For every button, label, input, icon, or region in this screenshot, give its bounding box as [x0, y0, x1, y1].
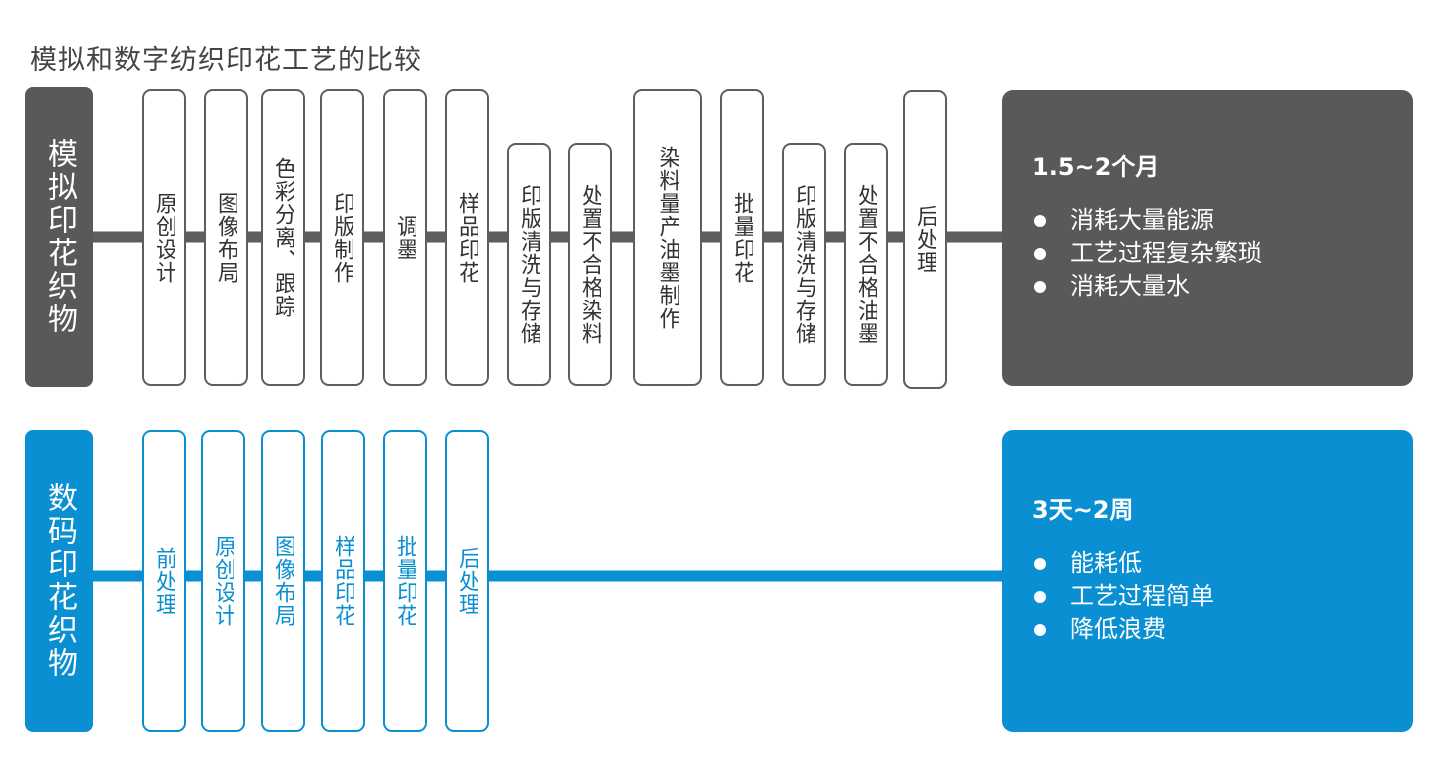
digital-row: 数码印花织物 前处理 原创设计 图像布局 样品印花 批量印花 后处理 3天~2周…	[0, 430, 1447, 732]
list-item: 工艺过程简单	[1032, 580, 1383, 613]
analog-step: 处置不合格油墨	[844, 143, 888, 386]
analog-step: 调墨	[383, 89, 427, 386]
analog-step: 图像布局	[204, 89, 248, 386]
digital-bullet-list: 能耗低 工艺过程简单 降低浪费	[1032, 547, 1383, 646]
list-item: 工艺过程复杂繁琐	[1032, 237, 1383, 270]
list-item: 能耗低	[1032, 547, 1383, 580]
digital-step: 批量印花	[383, 430, 427, 732]
digital-step: 图像布局	[261, 430, 305, 732]
analog-step: 印版清洗与存储	[782, 143, 826, 386]
analog-row: 模拟印花织物 原创设计 图像布局 色彩分离、跟踪 印版制作 调墨 样品印花 印版…	[0, 87, 1447, 389]
digital-duration: 3天~2周	[1032, 496, 1134, 524]
analog-step: 后处理	[903, 90, 947, 389]
analog-step: 印版制作	[320, 89, 364, 386]
digital-result-box: 3天~2周 能耗低 工艺过程简单 降低浪费	[1002, 430, 1413, 732]
analog-label-box: 模拟印花织物	[25, 87, 93, 387]
list-item: 降低浪费	[1032, 613, 1383, 646]
list-item: 消耗大量能源	[1032, 204, 1383, 237]
page-title: 模拟和数字纺织印花工艺的比较	[30, 45, 422, 76]
digital-label: 数码印花织物	[42, 482, 77, 680]
analog-label: 模拟印花织物	[42, 138, 77, 336]
analog-step: 样品印花	[445, 89, 489, 386]
digital-step: 原创设计	[201, 430, 245, 732]
digital-process-line	[93, 570, 1002, 582]
digital-step: 后处理	[445, 430, 489, 732]
analog-step: 色彩分离、跟踪	[261, 89, 305, 386]
analog-step: 染料量产油墨制作	[633, 89, 702, 386]
analog-step: 原创设计	[142, 89, 186, 386]
analog-duration: 1.5~2个月	[1032, 153, 1160, 181]
analog-bullet-list: 消耗大量能源 工艺过程复杂繁琐 消耗大量水	[1032, 204, 1383, 303]
analog-result-box: 1.5~2个月 消耗大量能源 工艺过程复杂繁琐 消耗大量水	[1002, 90, 1413, 386]
analog-step: 批量印花	[720, 89, 764, 386]
analog-step: 印版清洗与存储	[507, 143, 551, 386]
list-item: 消耗大量水	[1032, 270, 1383, 303]
digital-step: 前处理	[142, 430, 186, 732]
analog-step: 处置不合格染料	[568, 143, 612, 386]
digital-label-box: 数码印花织物	[25, 430, 93, 732]
digital-step: 样品印花	[321, 430, 365, 732]
